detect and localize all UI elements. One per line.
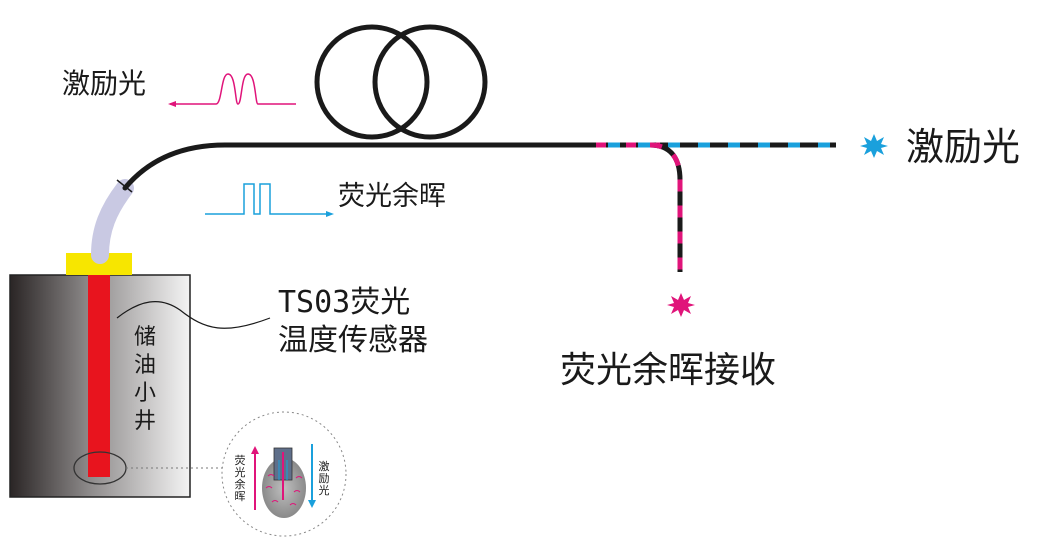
label-excitation-right: 激励光 xyxy=(906,125,1020,169)
inset-label-afterglow: 荧光余晖 xyxy=(235,453,246,503)
sensor-rod xyxy=(88,272,110,477)
excitation-star-icon xyxy=(860,134,888,158)
fiber-coil-loop-right xyxy=(372,24,488,140)
afterglow-star-icon xyxy=(667,293,695,317)
label-oil-well: 储油小井 xyxy=(134,325,156,434)
excitation-pulse-signal xyxy=(168,73,296,107)
inset-particles xyxy=(265,474,303,506)
label-sensor-line2: 温度传感器 xyxy=(278,323,428,358)
fiber-main xyxy=(122,142,603,191)
label-excitation-top-left: 激励光 xyxy=(62,67,146,100)
label-sensor-line1: TS03荧光 xyxy=(278,285,410,320)
fiber-sleeve xyxy=(91,179,134,264)
label-afterglow-receive: 荧光余晖接收 xyxy=(560,350,776,391)
inset-label-excitation: 激励光 xyxy=(319,459,330,497)
label-afterglow-mid: 荧光余晖 xyxy=(338,181,446,212)
connector-block xyxy=(66,253,132,275)
afterglow-pulse-signal xyxy=(205,183,334,217)
fiber-coil-loop-left xyxy=(314,24,430,140)
svg-text:储油小井: 储油小井 xyxy=(134,325,156,434)
sensor-leader-line xyxy=(116,301,271,329)
